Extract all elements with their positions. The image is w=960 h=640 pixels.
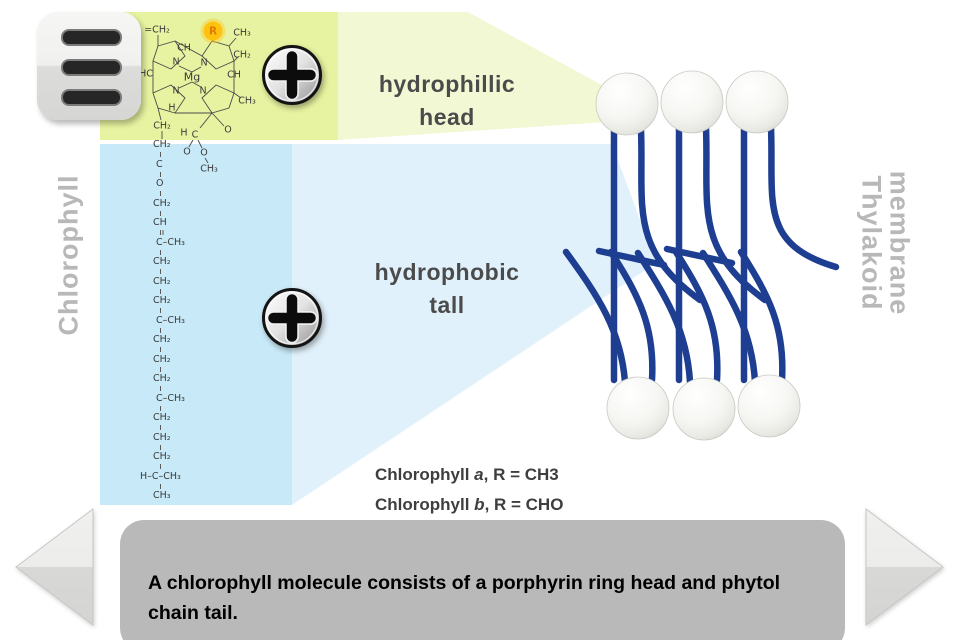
atom-label: CH₃	[200, 163, 218, 175]
oxygen-label: O	[224, 124, 232, 136]
membrane-tails-graphic	[562, 124, 840, 386]
arrow-left-icon	[15, 507, 94, 627]
chain-group: C	[134, 152, 244, 171]
atom-label: =CH₂	[144, 24, 170, 36]
variant-key: Chlorophyll a, R = CH3 Chlorophyll b, R …	[375, 460, 563, 520]
chain-group: O	[134, 171, 244, 190]
chain-group: CH₂	[134, 288, 244, 307]
tail-zone-label-line2: tall	[429, 292, 465, 318]
head-zone-label-line1: hydrophillic	[378, 71, 516, 97]
atom-label: H	[180, 127, 188, 139]
atom-label: CH	[227, 69, 241, 81]
nitrogen-label: N	[172, 56, 180, 68]
phytol-chain: CH₂ C O CH₂ CH C–CH₃ CH₂ CH₂ CH₂ C–CH₃ C…	[134, 138, 244, 509]
thylakoid-side-label-line2: membrane	[884, 170, 915, 316]
chain-group: CH₃	[134, 483, 244, 502]
chain-group: C–CH₃	[134, 386, 244, 405]
atom-label: C	[191, 129, 199, 141]
zoom-tail-button[interactable]	[260, 286, 324, 350]
atom-label: CH₃	[233, 27, 251, 39]
head-zone-wedge	[338, 12, 622, 140]
chain-group: CH₂	[153, 139, 171, 150]
menu-button[interactable]	[37, 12, 141, 120]
atom-label: CH₂	[153, 120, 171, 132]
plus-icon	[262, 288, 322, 348]
oxygen-label: O	[183, 146, 191, 158]
variant-a-prefix: Chlorophyll	[375, 465, 475, 484]
chain-group: CH₂	[134, 191, 244, 210]
chain-group: CH₂	[134, 249, 244, 268]
atom-label: H	[168, 102, 176, 114]
variant-b-prefix: Chlorophyll	[375, 495, 475, 514]
chain-group: CH₂	[134, 444, 244, 463]
caption-text: A chlorophyll molecule consists of a por…	[148, 572, 781, 624]
head-zone-label-line2: head	[419, 104, 475, 130]
atom-label: CH₂	[233, 49, 251, 61]
variant-a-rest: , R = CH3	[483, 465, 559, 484]
chain-group: C–CH₃	[134, 230, 244, 249]
caption-bar: A chlorophyll molecule consists of a por…	[120, 520, 845, 640]
variant-a-letter: a	[474, 465, 484, 484]
head-zone-label: hydrophillic head	[349, 68, 545, 134]
r-substituent-badge: R	[203, 21, 223, 41]
chain-group: CH	[134, 210, 244, 229]
next-button[interactable]	[864, 506, 946, 628]
chain-group: CH₂	[134, 425, 244, 444]
nitrogen-label: N	[199, 85, 207, 97]
tail-zone-bright	[100, 144, 292, 505]
tail-zone-label: hydrophobic tall	[349, 256, 545, 322]
atom-label: HC	[139, 68, 153, 80]
chain-group: CH₂	[134, 269, 244, 288]
variant-b-rest: , R = CHO	[484, 495, 564, 514]
tail-zone-wedge	[292, 144, 656, 505]
zoom-head-button[interactable]	[260, 43, 324, 107]
atom-label: CH	[177, 42, 191, 54]
chain-group: C–CH₃	[134, 308, 244, 327]
variant-b-letter: b	[474, 495, 485, 514]
variant-b-line: Chlorophyll b, R = CHO	[375, 490, 563, 520]
porphyrin-bonds-graphic	[152, 35, 242, 164]
chain-group: CH₂	[134, 366, 244, 385]
membrane-heads-graphic	[595, 70, 801, 441]
chain-group: CH₂	[134, 347, 244, 366]
oxygen-label: O	[200, 147, 208, 159]
atom-label: CH₃	[238, 95, 256, 107]
variant-a-line: Chlorophyll a, R = CH3	[375, 460, 563, 490]
chain-group: CH₂	[134, 327, 244, 346]
nitrogen-label: N	[172, 85, 180, 97]
chlorophyll-side-label: Chlorophyll	[53, 174, 84, 336]
nitrogen-label: N	[200, 57, 208, 69]
magnesium-label: Mg	[183, 70, 201, 84]
prev-button[interactable]	[13, 506, 95, 628]
chain-group: CH₂	[134, 405, 244, 424]
arrow-right-icon	[865, 507, 944, 627]
chain-group: H–C–CH₃	[134, 464, 244, 483]
plus-icon	[262, 45, 322, 105]
tail-zone-label-line1: hydrophobic	[374, 259, 520, 285]
thylakoid-side-label-line1: Thylakoid	[856, 175, 887, 311]
